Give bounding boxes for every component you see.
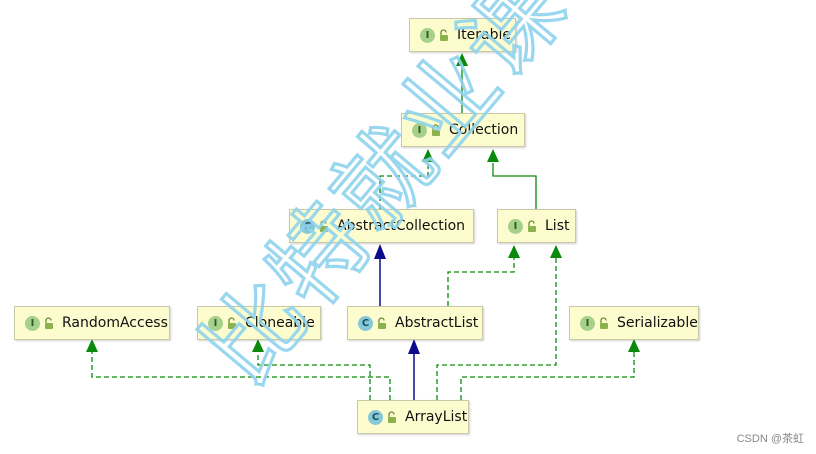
node-iterable[interactable]: I Iterable <box>409 18 516 52</box>
edge-abstractlist-list <box>447 245 520 306</box>
node-cloneable[interactable]: I Cloneable <box>197 306 321 340</box>
unlock-icon <box>432 123 440 136</box>
node-serializable[interactable]: I Serializable <box>569 306 699 340</box>
edge-abstractlist-abstractcollection <box>374 244 386 306</box>
node-list[interactable]: I List <box>497 209 576 243</box>
node-label: RandomAccess <box>62 315 168 331</box>
node-label: Serializable <box>617 315 698 331</box>
unlock-icon <box>528 219 536 232</box>
edge-list-collection <box>487 149 537 209</box>
edge-collection-iterable <box>456 53 468 113</box>
node-label: AbstractCollection <box>337 218 466 234</box>
unlock-icon <box>320 219 328 232</box>
edge-arraylist-serializable <box>460 339 640 400</box>
node-label: Cloneable <box>245 315 315 331</box>
node-label: AbstractList <box>395 315 479 331</box>
node-randomaccess[interactable]: I RandomAccess <box>14 306 170 340</box>
node-label: ArrayList <box>405 409 468 425</box>
edge-arraylist-list <box>436 245 562 400</box>
node-arraylist[interactable]: C ArrayList <box>357 400 469 434</box>
edge-abstractcollection-collection <box>379 149 434 209</box>
interface-icon: I <box>508 218 523 234</box>
interface-icon: I <box>580 315 595 331</box>
node-abstractcollection[interactable]: C AbstractCollection <box>289 209 474 243</box>
node-label: Iterable <box>457 27 511 43</box>
unlock-icon <box>228 316 236 329</box>
interface-icon: I <box>208 315 223 331</box>
unlock-icon <box>600 316 608 329</box>
class-icon: C <box>300 218 315 234</box>
node-label: List <box>545 218 570 234</box>
class-icon: C <box>358 315 373 331</box>
interface-icon: I <box>412 122 427 138</box>
node-label: Collection <box>449 122 519 138</box>
interface-icon: I <box>25 315 40 331</box>
unlock-icon <box>388 410 396 423</box>
class-icon: C <box>368 409 383 425</box>
unlock-icon <box>378 316 386 329</box>
unlock-icon <box>440 28 448 41</box>
node-collection[interactable]: I Collection <box>401 113 525 147</box>
footer-credit: CSDN @茶虹 <box>736 433 804 445</box>
edge-arraylist-randomaccess <box>86 339 391 400</box>
interface-icon: I <box>420 27 435 43</box>
edge-arraylist-abstractlist <box>408 339 420 400</box>
node-abstractlist[interactable]: C AbstractList <box>347 306 483 340</box>
edge-arraylist-cloneable <box>252 339 371 400</box>
unlock-icon <box>45 316 53 329</box>
